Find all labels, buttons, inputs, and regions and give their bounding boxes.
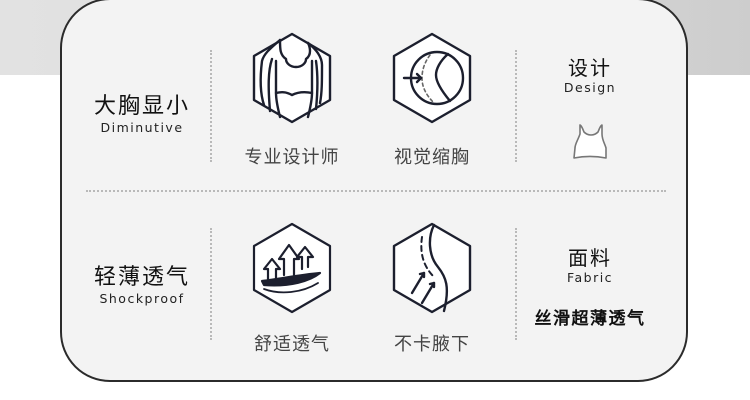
vertical-divider-row2-right <box>515 228 517 340</box>
bra-silhouette-icon <box>250 31 334 125</box>
fabric-description: 丝滑超薄透气 <box>534 309 646 329</box>
icon-caption: 视觉缩胸 <box>394 147 470 168</box>
feature-title: 大胸显小 <box>93 94 190 119</box>
feature-label-shockproof: 轻薄透气 Shockproof <box>82 265 202 307</box>
horizontal-divider <box>86 190 666 192</box>
feature-label-diminutive: 大胸显小 Diminutive <box>82 94 202 136</box>
feature-title: 面料 <box>568 246 612 270</box>
feature-label-design: 设计 Design <box>540 56 640 96</box>
vertical-divider-row1-right <box>515 50 517 162</box>
feature-title: 轻薄透气 <box>93 265 190 290</box>
feature-subtitle: Shockproof <box>99 291 185 306</box>
icon-caption: 舒适透气 <box>254 334 330 355</box>
icon-caption: 不卡腋下 <box>394 334 470 355</box>
underarm-fit-icon <box>390 221 474 315</box>
vertical-divider-row2-left <box>210 228 212 340</box>
feature-subtitle: Diminutive <box>100 120 184 135</box>
feature-title: 设计 <box>568 56 612 80</box>
icon-caption: 专业设计师 <box>244 147 340 168</box>
feature-subtitle: Design <box>563 80 617 95</box>
vertical-divider-row1-left <box>210 50 212 162</box>
breathable-arrows-icon <box>250 221 334 315</box>
feature-label-fabric: 面料 Fabric <box>540 246 640 286</box>
visual-shrink-icon <box>390 31 474 125</box>
tank-top-icon <box>570 122 610 162</box>
feature-subtitle: Fabric <box>566 270 614 285</box>
